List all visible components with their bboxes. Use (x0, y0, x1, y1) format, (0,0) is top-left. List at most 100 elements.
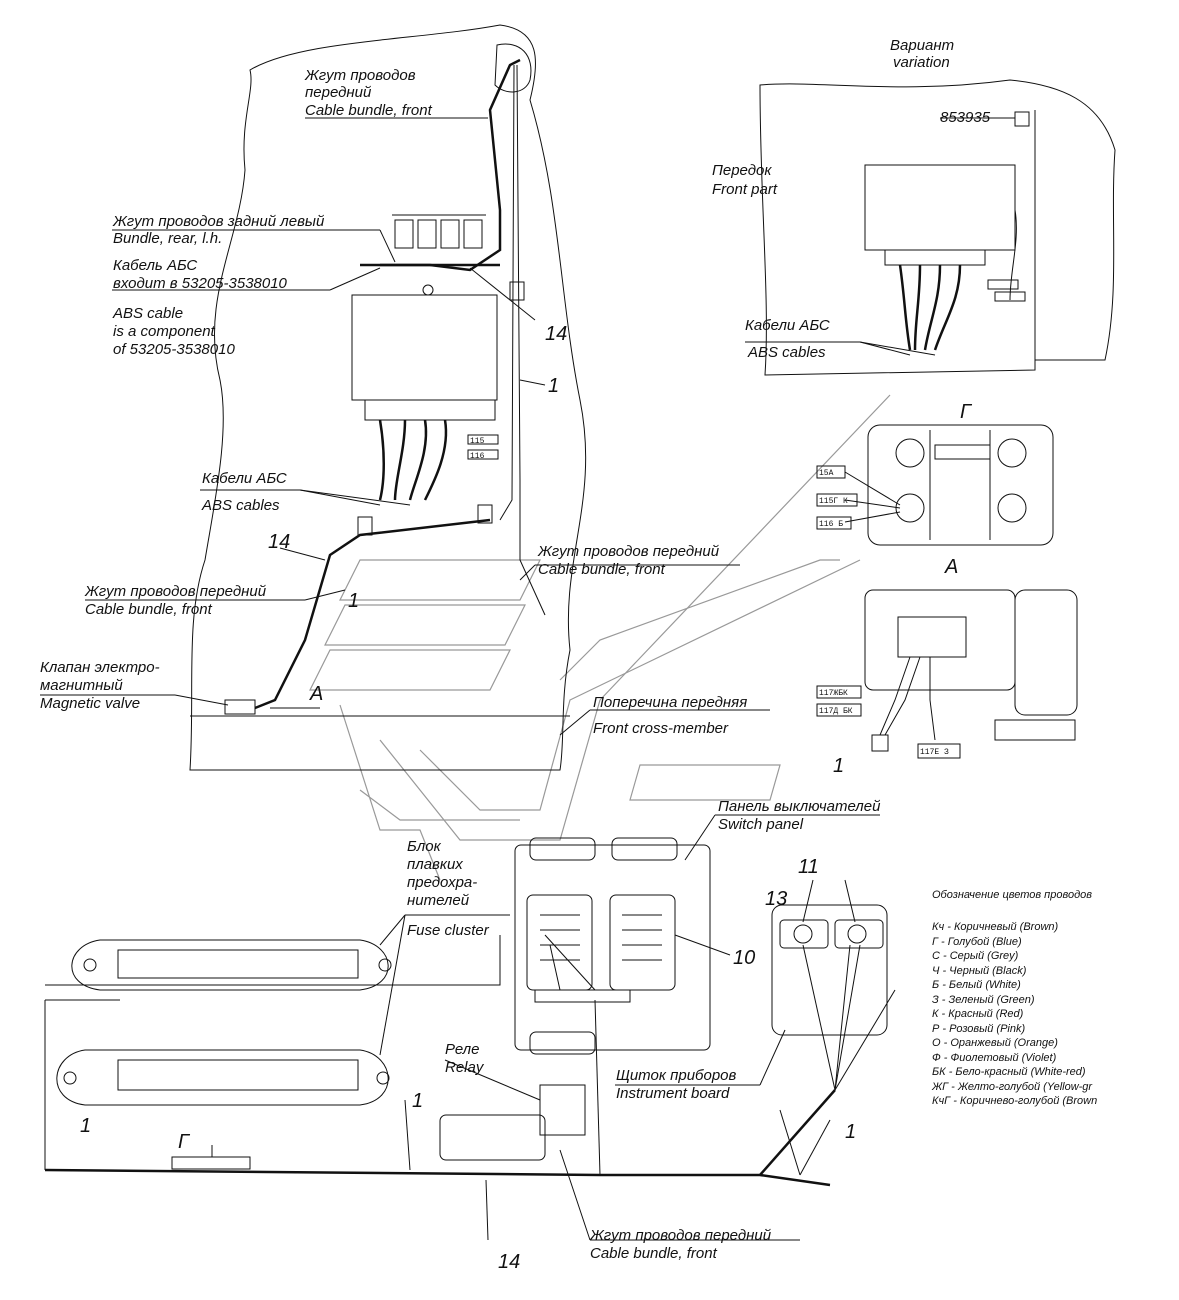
tag-115gk (816, 493, 858, 507)
wire (544, 934, 596, 991)
tag-117zhbk (816, 685, 862, 699)
harness-to-valve (254, 518, 491, 710)
board-wires (802, 944, 896, 1091)
crossmember-en: Front cross-member (593, 720, 729, 737)
view-g-block (867, 424, 1054, 546)
view-a-marker: А (309, 683, 323, 705)
relay (539, 1084, 586, 1136)
fuse-screw (895, 493, 925, 523)
clip-853935 (1014, 111, 1030, 127)
board-en: Instrument board (616, 1085, 730, 1102)
clip (509, 281, 525, 301)
wire (844, 511, 901, 523)
switch (611, 837, 678, 861)
item-11: 11 (798, 856, 819, 878)
relay-en: Relay (445, 1059, 485, 1076)
watermark (309, 394, 891, 881)
variant-en: variation (893, 54, 950, 71)
cable-bundle-front-top (380, 58, 521, 272)
socket (834, 919, 884, 949)
bundle-rear-lh-ru: Жгут проводов задний левый (112, 213, 325, 230)
tag-117e3-text: 117Е З (920, 748, 949, 757)
fuse-ru1: Блок (407, 838, 442, 855)
valve-wire (929, 657, 936, 741)
wire (844, 499, 901, 509)
tag-115-text: 115 (470, 437, 485, 446)
item-13: 13 (765, 888, 787, 910)
fuse-ru4: нителей (407, 892, 470, 909)
item-1-top: 1 (548, 375, 559, 397)
item-14-top: 14 (545, 323, 567, 345)
view-g-title: Г (960, 401, 973, 423)
clip (357, 516, 373, 536)
variant-ru: Вариант (890, 37, 954, 54)
fuse-en: Fuse cluster (407, 922, 490, 939)
legend-item: Ф - Фиолетовый (Violet) (932, 1052, 1057, 1064)
legend-item: КчГ - Коричнево-голубой (Brown (932, 1095, 1097, 1107)
tag-117e3 (917, 743, 961, 759)
ecu-connectors (884, 249, 986, 266)
wire (844, 471, 901, 506)
item-1-bottom-left: 1 (80, 1115, 91, 1137)
abs-ecu-mount (422, 284, 434, 296)
switch-en: Switch panel (718, 816, 804, 833)
valve-ru1: Клапан электро- (40, 659, 160, 676)
fuse-slots (540, 914, 662, 961)
front-part-en: Front part (712, 181, 778, 198)
abs-cable-ru2: входит в 53205-3538010 (113, 275, 288, 292)
fuse-cluster-2 (609, 894, 676, 991)
abs-ecu-variation (864, 164, 1016, 251)
connector-upper (71, 939, 392, 991)
abs-cable-en2: is a component (113, 323, 216, 340)
front-part-ru: Передок (712, 162, 772, 179)
item-1-left: 1 (348, 590, 359, 612)
wire-tag (987, 279, 1019, 290)
abs-cables-var-en: ABS cables (747, 344, 826, 361)
valve-body (864, 589, 1016, 691)
legend-item: С - Серый (Grey) (932, 950, 1019, 962)
valve-en: Magnetic valve (40, 695, 140, 712)
crossmember-ru: Поперечина передняя (593, 694, 747, 711)
valve-ru2: магнитный (40, 677, 123, 694)
wire-tag (467, 434, 499, 445)
cab-outline-left (189, 24, 587, 771)
bundle-front-top-ru2: передний (305, 84, 372, 101)
part-no: 853935 (940, 109, 991, 126)
leader (859, 341, 936, 356)
wire-tag (994, 291, 1026, 302)
wire (549, 944, 561, 991)
magnetic-valve (224, 699, 256, 715)
switch (529, 837, 596, 861)
abs-cables-left (378, 419, 448, 501)
legend-item: Р - Розовый (Pink) (932, 1023, 1025, 1035)
socket-pin (793, 924, 813, 944)
bundle-rear-lh-en: Bundle, rear, l.h. (113, 230, 222, 247)
abs-cables-variation (898, 264, 962, 351)
cable-1 (516, 64, 546, 616)
wire-tag (467, 449, 499, 460)
item-10: 10 (733, 947, 755, 969)
legend-item: Ч - Черный (Black) (932, 965, 1027, 977)
leader (859, 341, 911, 356)
clip (477, 504, 493, 524)
bundle-bottom-en: Cable bundle, front (590, 1245, 718, 1262)
fuse-screw (997, 493, 1027, 523)
item-1-view-a: 1 (833, 755, 844, 777)
fuse-ru2: плавких (407, 856, 463, 873)
instrument-board (771, 904, 888, 1036)
harness (759, 1089, 836, 1176)
fuse-box-view-g (171, 1156, 251, 1170)
tag-116b-text: 116 Б (819, 520, 843, 529)
abs-ecu-connectors (364, 399, 496, 421)
switch (529, 1031, 596, 1055)
bundle-bottom-ru: Жгут проводов передний (589, 1227, 772, 1244)
bundle-front-left-ru: Жгут проводов передний (84, 583, 267, 600)
legend-item: К - Красный (Red) (932, 1008, 1024, 1020)
tag-117dbk (816, 703, 862, 717)
tag-15a-text: 15А (819, 469, 834, 478)
relay-connector (439, 1114, 546, 1161)
main-harness (44, 1168, 831, 1187)
tag-117dbk-text: 117Д БК (819, 707, 853, 716)
legend-item: БК - Бело-красный (White-red) (932, 1066, 1086, 1078)
